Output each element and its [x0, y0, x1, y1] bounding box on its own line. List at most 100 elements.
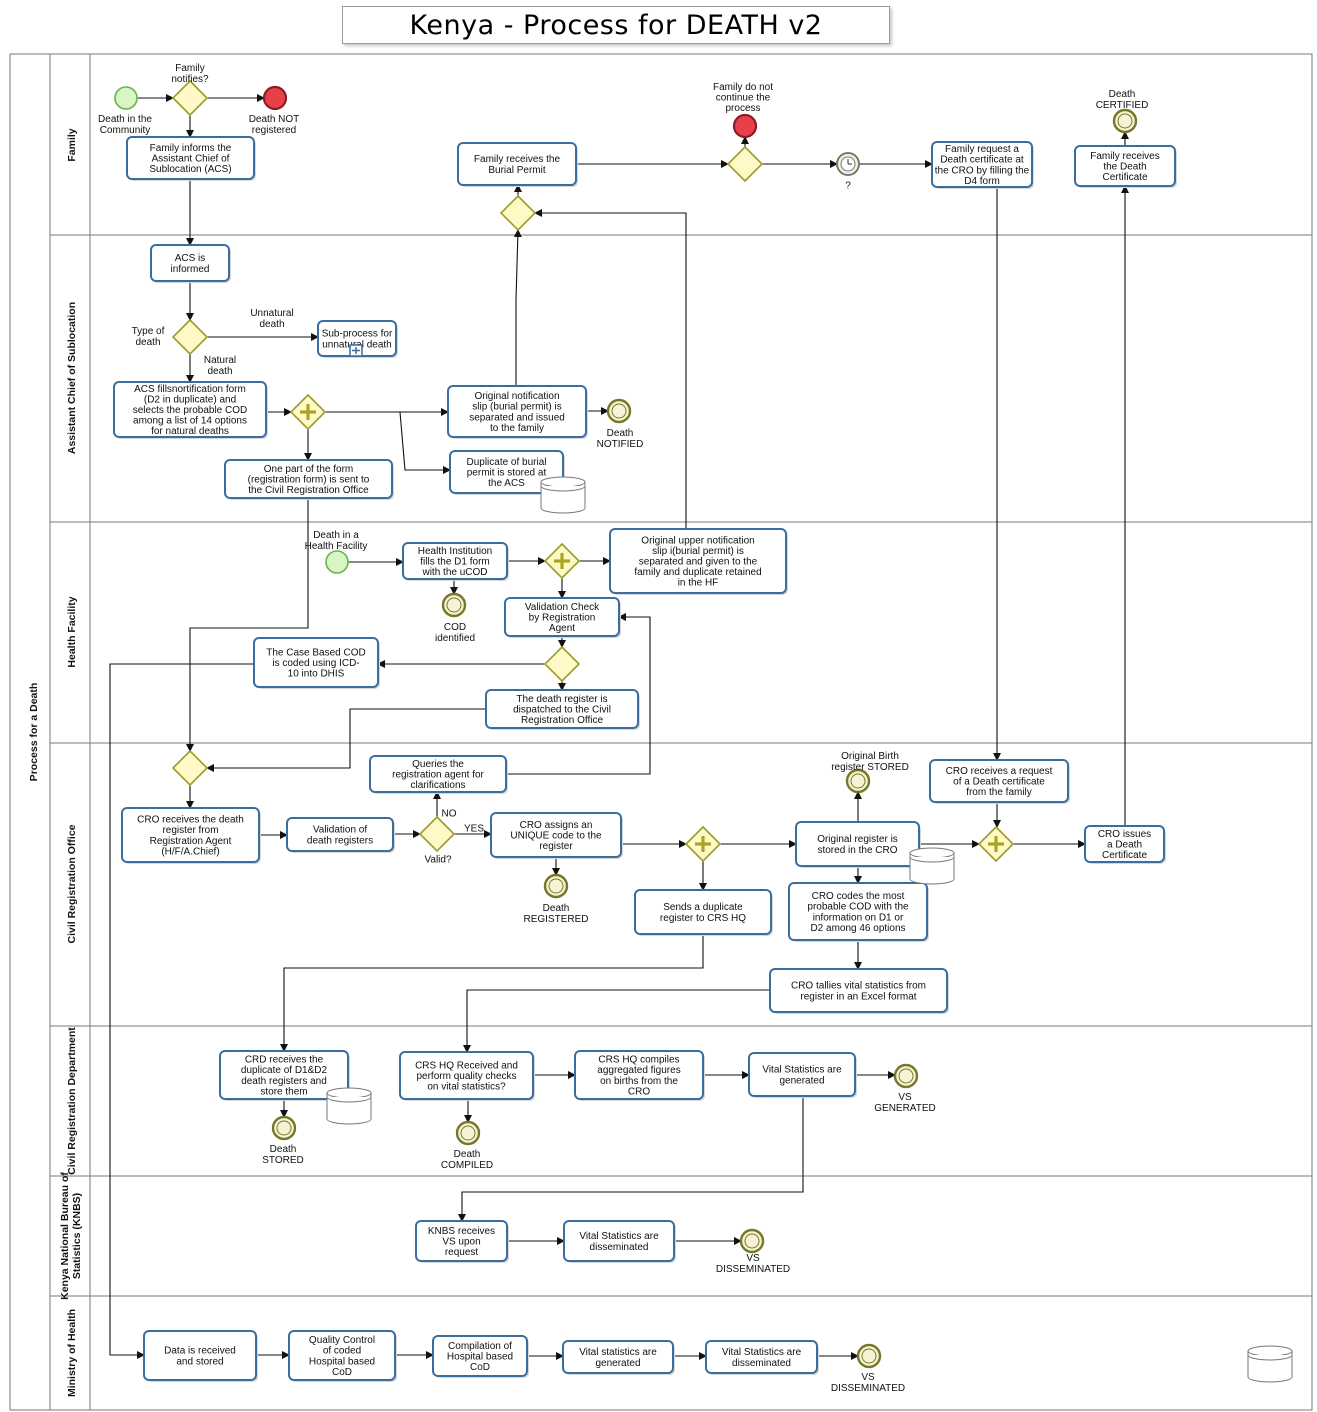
parallel-gateway-icon[interactable] [289, 393, 327, 431]
end-event-icon [732, 113, 758, 139]
task-part-form-sent[interactable]: One part of the form(registration form) … [224, 459, 394, 500]
lane-label: Assistant Chief of Sublocation [66, 302, 78, 454]
sequence-flow [206, 708, 486, 772]
sequence-flow [399, 411, 451, 474]
subprocess-marker-icon [349, 344, 363, 357]
task-label: ACS fillsnortification form(D2 in duplic… [133, 384, 248, 437]
exclusive-gateway-icon[interactable] [171, 79, 209, 117]
intermediate-event-icon [455, 1120, 481, 1146]
flow-label: YES [464, 824, 484, 835]
event-label: ? [845, 181, 851, 192]
intermediate-event-icon [845, 768, 871, 794]
parallel-gateway-icon[interactable] [684, 825, 722, 863]
sequence-flow [280, 934, 704, 1052]
sequence-flow [109, 663, 254, 1359]
exclusive-gateway-icon[interactable] [171, 318, 209, 356]
intermediate-event-icon [441, 592, 467, 618]
pool [9, 53, 1313, 1411]
sequence-flow [458, 1096, 804, 1222]
lane-label: Civil Registration Office [66, 824, 78, 943]
intermediate-event-icon [893, 1063, 919, 1089]
task-acs-fills-form[interactable]: ACS fillsnortification form(D2 in duplic… [113, 381, 268, 439]
parallel-gateway-icon[interactable] [543, 542, 581, 580]
sequence-flow [513, 229, 522, 386]
exclusive-gateway-icon[interactable] [171, 749, 209, 787]
flow-label: NO [442, 809, 457, 820]
intermediate-event-icon [739, 1228, 765, 1254]
diagram-title: Kenya - Process for DEATH v2 [409, 9, 823, 41]
timer-event-icon [836, 152, 860, 176]
start-event-icon [114, 86, 138, 110]
exclusive-gateway-icon[interactable] [418, 815, 456, 853]
sequence-flow [506, 613, 651, 775]
parallel-gateway-icon[interactable] [977, 825, 1015, 863]
exclusive-gateway-icon[interactable] [726, 145, 764, 183]
intermediate-event-icon [543, 873, 569, 899]
sequence-flow [534, 209, 687, 529]
exclusive-gateway-icon[interactable] [499, 194, 537, 232]
lane-label: Civil Registration Department [66, 1027, 78, 1175]
datastore-icon [1247, 1345, 1293, 1383]
exclusive-gateway-icon[interactable] [543, 645, 581, 683]
